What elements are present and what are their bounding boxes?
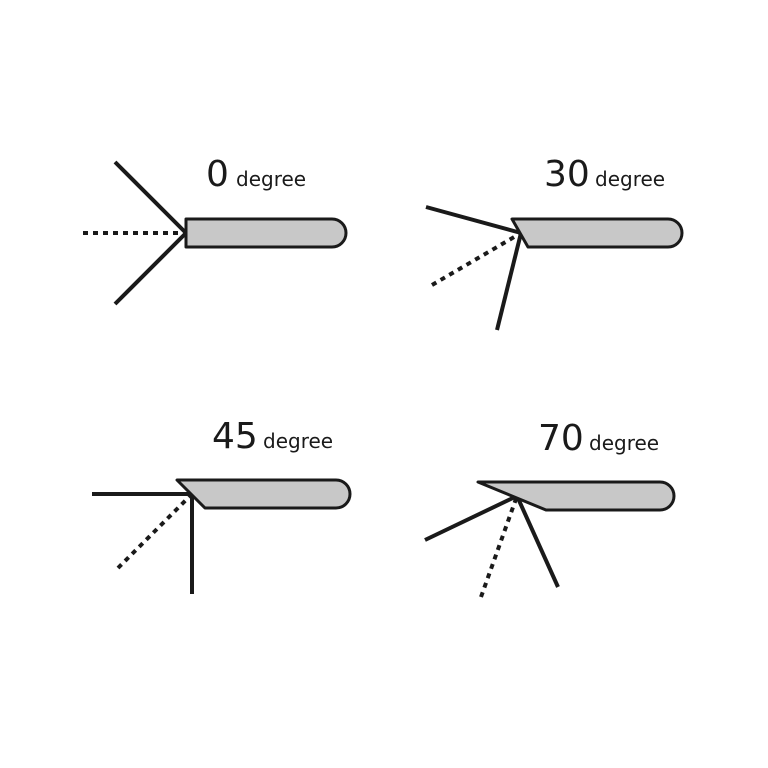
panel-30-degree: 30 degree (425, 154, 684, 331)
panel-0-angle-value: 0 (206, 154, 229, 195)
panel-0-upper-line (113, 160, 188, 235)
panel-0-unit-label: degree (236, 167, 306, 191)
panel-45-dotted-line (116, 492, 194, 570)
panel-45-unit-label: degree (263, 429, 333, 453)
panel-0-degree: 0 degree (83, 154, 348, 306)
panel-70-dotted-line (479, 495, 519, 598)
panel-30-angle-value: 30 (544, 154, 590, 195)
panel-45-rod (175, 478, 352, 510)
panel-30-rod (510, 217, 684, 249)
panel-70-rod (476, 480, 676, 512)
panel-30-lower-line (495, 232, 523, 331)
panel-70-right-line (515, 495, 560, 588)
panel-30-unit-label: degree (595, 167, 665, 191)
panel-45-degree: 45 degree (92, 416, 352, 594)
panel-70-left-line (424, 494, 518, 542)
panel-0-rod (184, 217, 348, 249)
panel-45-angle-value: 45 (212, 416, 258, 457)
panel-70-angle-value: 70 (538, 418, 584, 459)
panel-0-lower-line (113, 231, 188, 306)
panel-30-dotted-line (430, 231, 523, 287)
panel-70-unit-label: degree (589, 431, 659, 455)
panel-30-upper-line (425, 205, 522, 235)
panel-70-degree: 70 degree (424, 418, 676, 598)
